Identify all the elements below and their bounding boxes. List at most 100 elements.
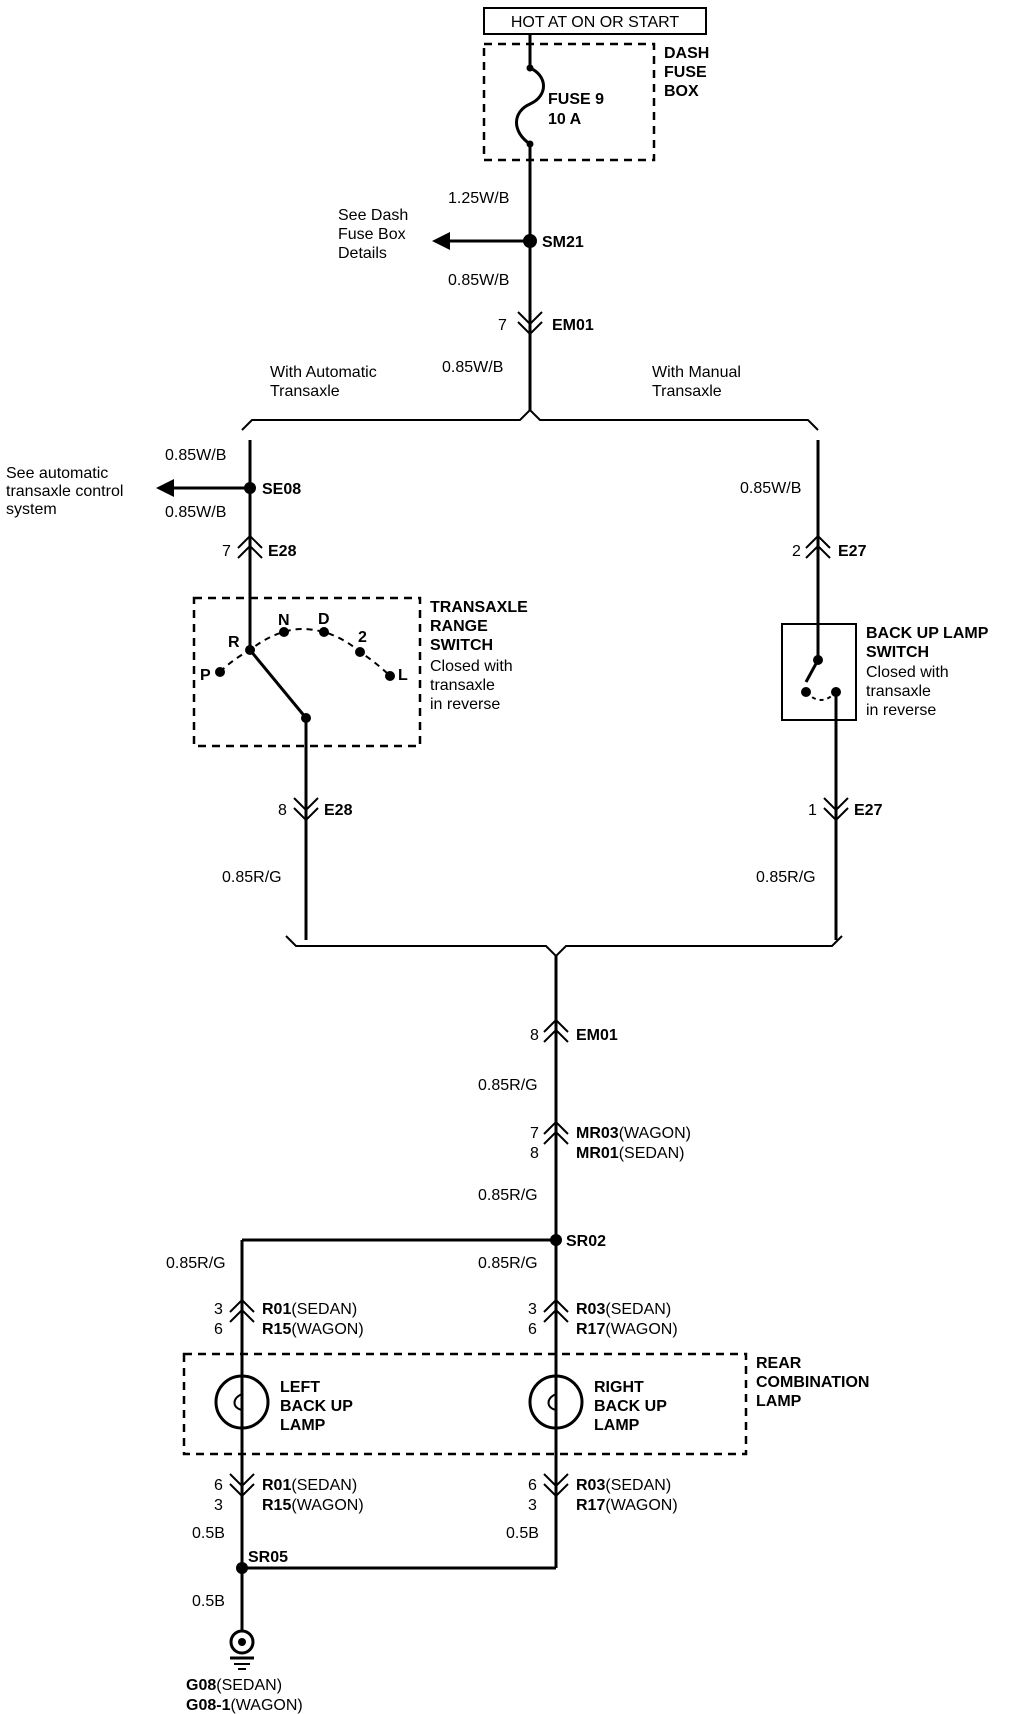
svg-text:FUSE: FUSE xyxy=(664,64,707,81)
connector-r01-r15-bottom: 6 R01(SEDAN) 3 R15(WAGON) xyxy=(214,1473,364,1514)
svg-text:BACK UP: BACK UP xyxy=(594,1398,667,1415)
ground-g08-1-label: G08-1(WAGON) xyxy=(186,1697,303,1714)
svg-text:L: L xyxy=(398,667,408,684)
svg-text:LAMP: LAMP xyxy=(756,1393,802,1410)
hot-at-on-or-start-box: HOT AT ON OR START xyxy=(483,7,707,35)
connector-mr03-mr01: 7 MR03(WAGON) 8 MR01(SEDAN) xyxy=(530,1120,691,1162)
svg-text:SWITCH: SWITCH xyxy=(430,637,493,654)
svg-text:R03(SEDAN): R03(SEDAN) xyxy=(576,1301,671,1318)
svg-text:8: 8 xyxy=(530,1027,539,1044)
wire-label: 0.85W/B xyxy=(442,359,503,376)
svg-text:6: 6 xyxy=(214,1321,223,1338)
svg-text:DASH: DASH xyxy=(664,45,709,62)
svg-text:6: 6 xyxy=(214,1477,223,1494)
svg-text:R01(SEDAN): R01(SEDAN) xyxy=(262,1301,357,1318)
svg-text:RANGE: RANGE xyxy=(430,618,488,635)
svg-text:3: 3 xyxy=(214,1497,223,1514)
connector-r03-r17-top: 3 R03(SEDAN) 6 R17(WAGON) xyxy=(528,1298,678,1338)
svg-text:R17(WAGON): R17(WAGON) xyxy=(576,1497,678,1514)
svg-text:transaxle control: transaxle control xyxy=(6,483,123,500)
svg-text:8: 8 xyxy=(530,1145,539,1162)
svg-text:BACK UP: BACK UP xyxy=(280,1398,353,1415)
right-back-up-lamp: RIGHT BACK UP LAMP xyxy=(528,1374,667,1434)
wire-label: 0.5B xyxy=(506,1525,539,1542)
wire-label: 0.5B xyxy=(192,1525,225,1542)
svg-text:See Dash: See Dash xyxy=(338,207,408,224)
svg-text:6: 6 xyxy=(528,1477,537,1494)
connector-em01-bottom: 8 EM01 xyxy=(530,1018,618,1044)
svg-text:BACK UP LAMP: BACK UP LAMP xyxy=(866,625,989,642)
fuse-9: FUSE 9 10 A xyxy=(515,34,604,148)
svg-text:Fuse Box: Fuse Box xyxy=(338,226,406,243)
connector-e28-top: 7 E28 xyxy=(222,534,297,560)
wire-label: 0.85R/G xyxy=(756,869,816,886)
svg-text:SWITCH: SWITCH xyxy=(866,644,929,661)
connector-em01-top: 7 EM01 xyxy=(498,311,594,336)
with-automatic-label: With Automatic xyxy=(270,364,377,381)
wire-label: 0.85R/G xyxy=(478,1187,538,1204)
svg-text:R15(WAGON): R15(WAGON) xyxy=(262,1321,364,1338)
svg-text:8: 8 xyxy=(278,802,287,819)
connector-r03-r17-bottom: 6 R03(SEDAN) 3 R17(WAGON) xyxy=(528,1473,678,1514)
svg-text:in reverse: in reverse xyxy=(430,696,500,713)
svg-text:R03(SEDAN): R03(SEDAN) xyxy=(576,1477,671,1494)
lower-brace xyxy=(285,935,843,958)
svg-text:2: 2 xyxy=(792,543,801,560)
with-manual-label: With Manual xyxy=(652,364,741,381)
ground-icon xyxy=(229,1629,255,1670)
wire-label: 0.85R/G xyxy=(166,1255,226,1272)
connector-e28-bottom: 8 E28 xyxy=(278,797,353,822)
svg-text:3: 3 xyxy=(214,1301,223,1318)
svg-text:EM01: EM01 xyxy=(552,317,594,334)
svg-text:LAMP: LAMP xyxy=(280,1417,326,1434)
transaxle-range-switch: P R N D 2 L TRANSAXLE RANGE SWITCH Close… xyxy=(192,596,528,748)
dash-fuse-box: DASH FUSE BOX xyxy=(482,42,709,162)
svg-text:LEFT: LEFT xyxy=(280,1379,320,1396)
svg-text:SR05: SR05 xyxy=(248,1549,288,1566)
svg-text:RIGHT: RIGHT xyxy=(594,1379,644,1396)
svg-text:transaxle: transaxle xyxy=(430,677,495,694)
back-up-lamp-switch: BACK UP LAMP SWITCH Closed with transaxl… xyxy=(781,623,989,721)
svg-text:MR03(WAGON): MR03(WAGON) xyxy=(576,1125,691,1142)
svg-text:MR01(SEDAN): MR01(SEDAN) xyxy=(576,1145,684,1162)
wire-label: 0.85W/B xyxy=(448,272,509,289)
with-manual-label-2: Transaxle xyxy=(652,383,722,400)
svg-text:P: P xyxy=(200,667,211,684)
svg-text:R15(WAGON): R15(WAGON) xyxy=(262,1497,364,1514)
svg-text:R01(SEDAN): R01(SEDAN) xyxy=(262,1477,357,1494)
svg-text:D: D xyxy=(318,611,330,628)
wire-label: 0.85W/B xyxy=(165,447,226,464)
connector-r01-r15-top: 3 R01(SEDAN) 6 R15(WAGON) xyxy=(214,1298,364,1338)
svg-text:3: 3 xyxy=(528,1497,537,1514)
svg-text:10 A: 10 A xyxy=(548,111,582,128)
wire-label: 0.85R/G xyxy=(478,1255,538,1272)
svg-text:Closed with: Closed with xyxy=(430,658,513,675)
rear-combination-lamp: REAR COMBINATION LAMP xyxy=(182,1352,869,1456)
svg-text:Closed with: Closed with xyxy=(866,664,949,681)
svg-text:E27: E27 xyxy=(854,802,883,819)
arrow-left-icon xyxy=(156,479,174,497)
svg-text:N: N xyxy=(278,612,290,629)
svg-text:transaxle: transaxle xyxy=(866,683,931,700)
sm21-splice: SM21 See Dash Fuse Box Details xyxy=(338,207,584,262)
svg-text:R: R xyxy=(228,634,240,651)
ground-g08-label: G08(SEDAN) xyxy=(186,1677,282,1694)
wire-label: 0.85W/B xyxy=(165,504,226,521)
sr02-splice: SR02 xyxy=(242,1233,606,1250)
wire-label: 1.25W/B xyxy=(448,190,509,207)
svg-text:COMBINATION: COMBINATION xyxy=(756,1374,869,1391)
svg-text:EM01: EM01 xyxy=(576,1027,618,1044)
svg-text:7: 7 xyxy=(498,317,507,334)
svg-text:FUSE 9: FUSE 9 xyxy=(548,91,604,108)
svg-text:E28: E28 xyxy=(268,543,297,560)
svg-text:2: 2 xyxy=(358,629,367,646)
svg-text:BOX: BOX xyxy=(664,83,699,100)
svg-text:in reverse: in reverse xyxy=(866,702,936,719)
svg-text:E28: E28 xyxy=(324,802,353,819)
svg-text:3: 3 xyxy=(528,1301,537,1318)
connector-e27-bottom: 1 E27 xyxy=(808,797,883,822)
svg-text:SR02: SR02 xyxy=(566,1233,606,1250)
svg-text:7: 7 xyxy=(222,543,231,560)
svg-text:SM21: SM21 xyxy=(542,234,584,251)
